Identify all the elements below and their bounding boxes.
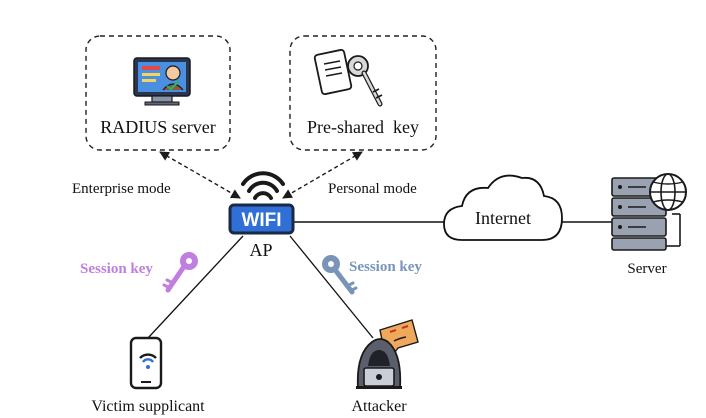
server-globe-icon bbox=[611, 173, 687, 251]
wifi-badge-text: WIFI bbox=[241, 210, 281, 231]
session-key-attacker-label: Session key bbox=[349, 259, 422, 275]
enterprise-mode-label: Enterprise mode bbox=[72, 181, 171, 197]
cloud-icon bbox=[443, 174, 563, 241]
enterprise-mode-arrow bbox=[159, 151, 241, 199]
ap-victim-link bbox=[147, 235, 244, 339]
wifi-badge bbox=[228, 203, 295, 235]
smartphone-wifi-icon bbox=[129, 336, 163, 390]
internet-node: Internet bbox=[443, 174, 563, 241]
victim-label: Victim supplicant bbox=[91, 398, 205, 415]
attacker-label: Attacker bbox=[351, 398, 407, 415]
personal-mode-label: Personal mode bbox=[328, 181, 417, 197]
radius-server-node: RADIUS server bbox=[85, 35, 231, 151]
pre-shared-key-label: Pre-shared key bbox=[307, 117, 419, 137]
key-icon bbox=[162, 252, 198, 293]
server-label: Server bbox=[627, 261, 666, 277]
pre-shared-key-node: Pre-shared key bbox=[289, 35, 437, 151]
session-key-attacker: Session key bbox=[322, 255, 422, 295]
ap-label: AP bbox=[249, 240, 272, 260]
pre-shared-key-box bbox=[289, 35, 437, 151]
internet-label: Internet bbox=[475, 208, 531, 228]
session-key-victim: Session key bbox=[80, 252, 198, 293]
radius-server-box bbox=[85, 35, 231, 151]
server-node: Server bbox=[611, 173, 687, 277]
wifi-router-icon: WIFI bbox=[228, 171, 295, 235]
session-key-victim-label: Session key bbox=[80, 261, 153, 277]
personal-mode-arrow bbox=[282, 151, 363, 199]
ap-attacker-link bbox=[289, 235, 374, 339]
computer-id-card-icon bbox=[133, 57, 191, 106]
access-point-node: WIFI AP bbox=[228, 171, 295, 260]
attacker-node: Attacker bbox=[351, 319, 419, 415]
victim-node: Victim supplicant bbox=[91, 336, 205, 415]
key-icon bbox=[322, 255, 358, 295]
radius-server-label: RADIUS server bbox=[100, 117, 215, 137]
hooded-hacker-icon bbox=[356, 319, 419, 389]
key-card-icon bbox=[313, 48, 383, 107]
